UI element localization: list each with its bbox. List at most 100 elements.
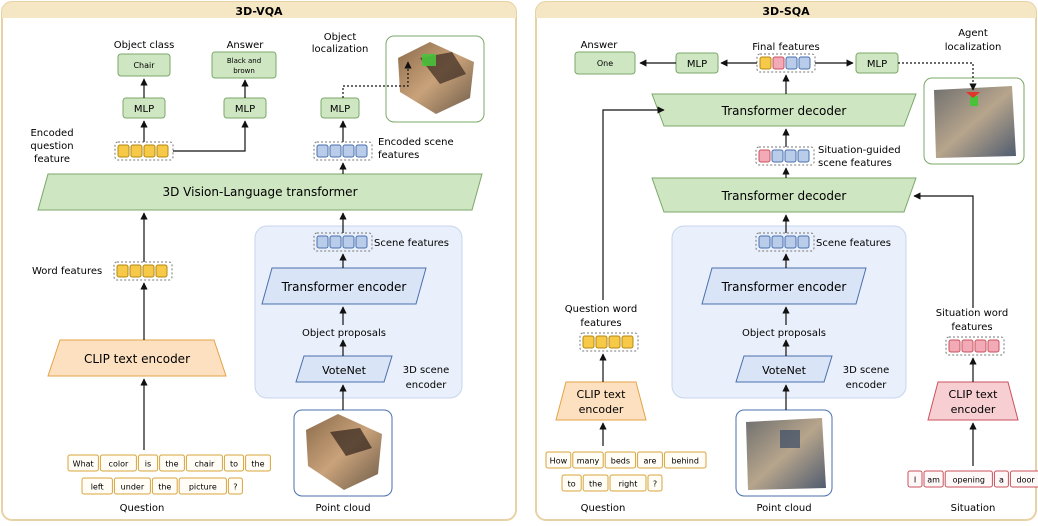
- object-localization-line1: Object: [324, 32, 357, 43]
- votenet-label: VoteNet: [322, 364, 366, 377]
- word-chip: [663, 451, 707, 469]
- question-label: Question: [120, 503, 165, 514]
- word-chip-text: ?: [653, 480, 657, 489]
- answer-label: Answer: [227, 40, 265, 51]
- word-chip-text: What: [73, 460, 94, 469]
- encoded-scene-line1: Encoded scene: [378, 137, 454, 148]
- word-chip: [582, 474, 609, 492]
- panel-title: 3D-VQA: [235, 5, 283, 18]
- point-cloud-image: [746, 418, 826, 490]
- panel-header: [536, 2, 1036, 18]
- situation-label: Situation: [951, 503, 996, 514]
- word-chip: [159, 454, 185, 472]
- scene-features-label: Scene features: [816, 238, 891, 249]
- answer-value-line1: Black and: [227, 57, 261, 65]
- word-chip: [545, 451, 572, 469]
- question-word-tokens: [579, 332, 639, 352]
- word-chip: [637, 451, 663, 469]
- word-chip-text: color: [109, 460, 129, 469]
- word-chip-text: How: [550, 457, 568, 466]
- word-chip-text: am: [927, 476, 940, 485]
- situation-word-tokens: [945, 336, 1005, 356]
- left-arrows: [140, 61, 412, 450]
- word-chip: [223, 454, 245, 472]
- object-class-value: Chair: [133, 61, 155, 70]
- scene-encoder-line2: encoder: [846, 380, 888, 391]
- object-proposals-label: Object proposals: [302, 328, 386, 339]
- panel-title: 3D-SQA: [762, 5, 810, 18]
- clip-line2: encoder: [579, 403, 624, 416]
- word-chip: [185, 454, 223, 472]
- word-chip-text: door: [1017, 476, 1036, 485]
- object-localization-line2: localization: [312, 44, 369, 55]
- clip-line1: CLIP text: [949, 388, 999, 401]
- transformer-encoder: [261, 267, 427, 305]
- final-features-label: Final features: [752, 42, 820, 53]
- word-chip-text: opening: [953, 476, 985, 485]
- clip-text-encoder: [47, 339, 227, 377]
- scene-encoder-line2: encoder: [406, 380, 448, 391]
- encoded-question-line3: feature: [34, 154, 70, 165]
- word-chip-text: the: [589, 480, 602, 489]
- clip-text-encoder-question: [555, 381, 647, 421]
- word-features-tokens: [113, 261, 173, 281]
- word-chip-text: I: [914, 476, 916, 485]
- question-word-line1: Question word: [565, 304, 638, 315]
- clip-text-encoder-situation: [927, 381, 1019, 421]
- word-chip: [81, 477, 113, 495]
- votenet: [735, 355, 833, 383]
- word-chip: [99, 454, 137, 472]
- object-class-label: Object class: [114, 40, 175, 51]
- votenet: [295, 355, 393, 383]
- word-chip-text: behind: [671, 457, 698, 466]
- mlp-label: MLP: [235, 104, 255, 115]
- word-chip-text: many: [577, 457, 600, 466]
- word-chip-text: right: [619, 480, 638, 489]
- word-chip: [151, 477, 178, 495]
- word-chip-text: to: [568, 480, 576, 489]
- word-chip-text: the: [158, 483, 171, 492]
- votenet-label: VoteNet: [762, 364, 806, 377]
- word-features-label: Word features: [32, 266, 102, 277]
- word-chip: [609, 474, 647, 492]
- answer-value: One: [597, 59, 613, 68]
- mlp-label: MLP: [134, 104, 154, 115]
- word-chip: [178, 477, 227, 495]
- mlp-localization: [320, 97, 360, 119]
- situation-word-line2: features: [951, 322, 992, 333]
- vl-transformer-label: 3D Vision-Language transformer: [162, 185, 357, 199]
- word-chip: [907, 470, 923, 488]
- question-label: Question: [581, 503, 626, 514]
- word-chip: [1009, 470, 1038, 488]
- encoded-scene-line2: features: [378, 150, 419, 161]
- encoded-question-line1: Encoded: [30, 128, 73, 139]
- mlp-label: MLP: [687, 59, 707, 70]
- panel-3d-vqa: 3D-VQA Object class Chair Answer Black a…: [1, 1, 517, 521]
- word-chip: [137, 454, 159, 472]
- right-arrows: [599, 59, 977, 466]
- situation-guided-line1: Situation-guided: [818, 145, 901, 156]
- agent-localization-line2: localization: [945, 42, 1002, 53]
- mlp-label: MLP: [330, 104, 350, 115]
- point-cloud-label: Point cloud: [315, 503, 370, 514]
- question-chips-row2: to the right?: [561, 474, 663, 492]
- word-chip-text: ?: [233, 483, 237, 492]
- word-chip-text: under: [121, 483, 145, 492]
- clip-line1: CLIP text: [577, 388, 627, 401]
- word-chip: [113, 477, 151, 495]
- word-chip-text: beds: [611, 457, 630, 466]
- point-cloud-image: [306, 414, 382, 490]
- point-cloud-label: Point cloud: [756, 503, 811, 514]
- mlp-label: MLP: [867, 59, 887, 70]
- final-features-tokens: [756, 53, 816, 73]
- transformer-encoder: [701, 267, 867, 305]
- word-chip-text: left: [91, 483, 104, 492]
- panel-3d-sqa: 3D-SQA Answer One Final features MLP MLP…: [535, 1, 1038, 521]
- transformer-encoder-label: Transformer encoder: [281, 280, 407, 294]
- question-word-line2: features: [580, 318, 621, 329]
